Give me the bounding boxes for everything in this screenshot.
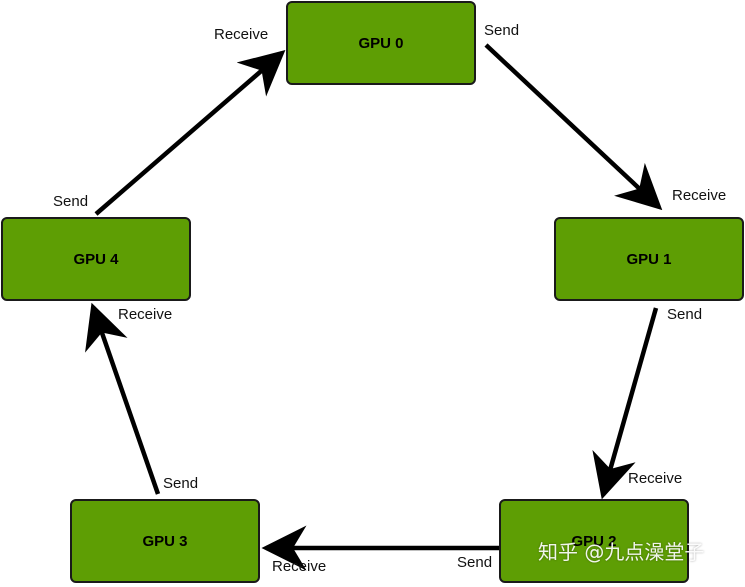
gpu-1-node: GPU 1 (554, 217, 744, 301)
arrow-gpu1-to-gpu2 (592, 307, 659, 500)
gpu-2-node: GPU 2 (499, 499, 689, 583)
gpu-4-node: GPU 4 (1, 217, 191, 301)
gpu-0-label: GPU 0 (358, 34, 404, 52)
gpu0-send-label: Send (484, 22, 520, 39)
arrow-gpu3-to-gpu4 (85, 302, 161, 495)
gpu2-receive-label: Receive (628, 470, 683, 487)
gpu-1-label: GPU 1 (626, 250, 672, 268)
gpu-3-node: GPU 3 (70, 499, 260, 583)
gpu-4-label: GPU 4 (73, 250, 119, 268)
gpu4-receive-label: Receive (118, 306, 173, 323)
arrow-gpu0-to-gpu1 (484, 43, 663, 211)
gpu3-receive-label: Receive (272, 558, 327, 575)
gpu3-send-label: Send (163, 475, 199, 492)
gpu-3-label: GPU 3 (142, 532, 188, 550)
gpu-2-label: GPU 2 (571, 532, 617, 550)
gpu2-send-label: Send (457, 554, 493, 571)
gpu0-receive-label: Receive (214, 26, 269, 43)
gpu4-send-label: Send (53, 193, 89, 210)
gpu1-send-label: Send (667, 306, 703, 323)
arrow-gpu4-to-gpu0 (94, 50, 286, 216)
gpu-0-node: GPU 0 (286, 1, 476, 85)
watermark-text: 知乎 @九点澡堂子 (538, 540, 705, 564)
gpu1-receive-label: Receive (672, 187, 727, 204)
